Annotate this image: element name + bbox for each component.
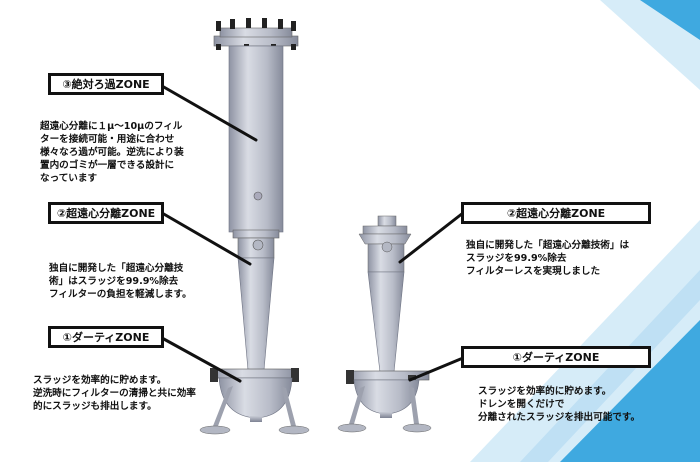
- left-zone1-label: ①ダーティZONE: [48, 326, 164, 348]
- left-zone3-description: 超遠心分離に１μ～10μのフィル ターを接続可能・用途に合わせ 様々なろ過が可能…: [40, 121, 184, 184]
- right-zone1-label-text: ①ダーティZONE: [512, 351, 600, 364]
- left-zone1-label-text: ①ダーティZONE: [62, 331, 150, 344]
- right-zone2-label-text: ②超遠心分離ZONE: [506, 207, 606, 220]
- left-unit: [199, 18, 310, 435]
- left-zone2-label: ②超遠心分離ZONE: [48, 202, 164, 224]
- left-zone2-description: 独自に開発した「超遠心分離技 術」はスラッジを99.9%除去 フィルターの負担を…: [49, 263, 192, 300]
- right-zone2-description: 独自に開発した「超遠心分離技術」は スラッジを99.9%除去 フィルターレスを実…: [466, 240, 630, 277]
- right-zone2-label: ②超遠心分離ZONE: [461, 202, 651, 224]
- leader-lines: [160, 84, 465, 383]
- right-zone1-description: スラッジを効率的に貯めます。 ドレンを開くだけで 分離されたスラッジを排出可能で…: [478, 386, 641, 423]
- right-unit: [337, 215, 432, 433]
- left-zone2-label-text: ②超遠心分離ZONE: [56, 207, 156, 220]
- left-zone3-label: ③絶対ろ過ZONE: [48, 73, 164, 95]
- left-zone3-label-text: ③絶対ろ過ZONE: [62, 78, 150, 91]
- right-zone1-label: ①ダーティZONE: [461, 346, 651, 368]
- left-zone1-description: スラッジを効率的に貯めます。 逆洗時にフィルターの清掃と共に効率 的にスラッジも…: [33, 375, 196, 412]
